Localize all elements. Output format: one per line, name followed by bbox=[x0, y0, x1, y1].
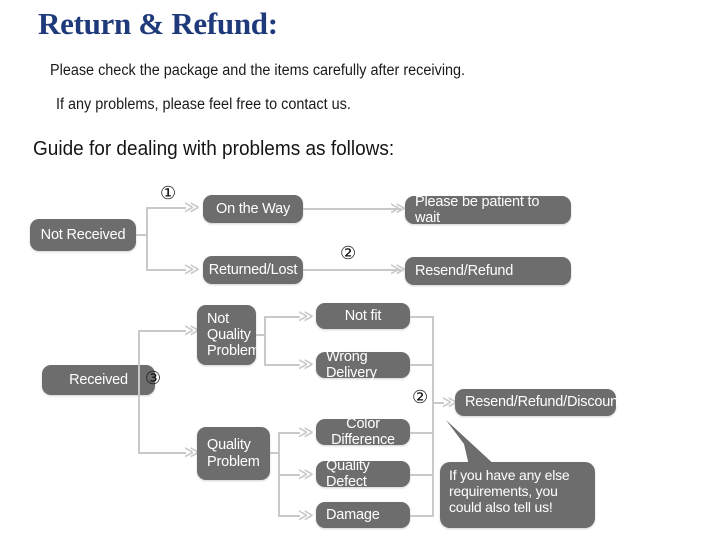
node-resend-refund: Resend/Refund bbox=[405, 257, 571, 285]
marker-step-3: ③ bbox=[145, 368, 162, 389]
marker-step-1: ① bbox=[160, 183, 177, 204]
arrowhead-resend-refund: ≫ bbox=[390, 260, 406, 278]
connector-to-resend-refund-discount bbox=[432, 402, 444, 404]
callout-note: If you have any else requirements, you c… bbox=[440, 462, 595, 528]
page-title: Return & Refund: bbox=[38, 6, 278, 41]
collector-line-color-difference bbox=[410, 432, 434, 434]
connector-qp-stem bbox=[270, 452, 280, 454]
node-not-received: Not Received bbox=[30, 219, 136, 251]
collector-line-not-fit bbox=[410, 316, 434, 318]
connector-nqp-bus bbox=[264, 316, 266, 366]
connector-nqp-to-not-fit bbox=[264, 316, 300, 318]
connector-to-quality-problem bbox=[138, 452, 186, 454]
arrowhead-color-difference: ≫ bbox=[298, 423, 314, 441]
intro-line-1: Please check the package and the items c… bbox=[50, 62, 466, 79]
collector-line-wrong-delivery bbox=[410, 364, 434, 366]
connector-qp-to-color-difference bbox=[278, 432, 300, 434]
connector-to-not-quality-problem bbox=[138, 330, 186, 332]
node-not-fit: Not fit bbox=[316, 303, 410, 329]
arrowhead-on-the-way: ≫ bbox=[184, 198, 200, 216]
arrowhead-please-be-patient: ≫ bbox=[390, 199, 406, 217]
connector-nqp-to-wrong-delivery bbox=[264, 364, 300, 366]
connector-returned-lost-out bbox=[303, 269, 401, 271]
node-color-difference: Color Difference bbox=[316, 416, 410, 448]
node-please-be-patient-to-wait: Please be patient to wait bbox=[405, 194, 571, 226]
connector-received-bus bbox=[138, 330, 140, 454]
collector-line-quality-defect bbox=[410, 474, 434, 476]
callout-tail-icon bbox=[446, 420, 498, 470]
connector-qp-to-damage bbox=[278, 515, 300, 517]
arrowhead-not-fit: ≫ bbox=[298, 307, 314, 325]
arrowhead-quality-defect: ≫ bbox=[298, 465, 314, 483]
collector-bus-vertical bbox=[432, 316, 434, 516]
node-quality-defect: Quality Defect bbox=[316, 458, 410, 490]
node-on-the-way: On the Way bbox=[203, 195, 303, 223]
arrowhead-returned-lost: ≫ bbox=[184, 260, 200, 278]
connector-to-on-the-way bbox=[146, 207, 186, 209]
connector-nqp-stem bbox=[256, 334, 266, 336]
arrowhead-quality-problem: ≫ bbox=[184, 443, 200, 461]
marker-step-2-bottom: ② bbox=[412, 387, 429, 408]
node-wrong-delivery: Wrong Delivery bbox=[316, 349, 410, 381]
marker-step-2-top: ② bbox=[340, 243, 357, 264]
collector-line-damage bbox=[410, 515, 434, 517]
arrowhead-damage: ≫ bbox=[298, 506, 314, 524]
node-received: Received bbox=[42, 365, 155, 395]
node-resend-refund-discount: Resend/Refund/Discount bbox=[455, 389, 622, 416]
connector-on-the-way-out bbox=[303, 208, 401, 210]
connector-not-received-stem bbox=[136, 234, 148, 236]
arrowhead-wrong-delivery: ≫ bbox=[298, 355, 314, 373]
arrowhead-not-quality-problem: ≫ bbox=[184, 321, 200, 339]
connector-not-received-bus bbox=[146, 207, 148, 271]
arrowhead-resend-refund-discount: ≫ bbox=[442, 393, 458, 411]
node-quality-problem: Quality Problem bbox=[197, 427, 270, 480]
node-returned-lost: Returned/Lost bbox=[203, 256, 303, 284]
node-not-quality-problem: Not Quality Problem bbox=[197, 305, 260, 365]
node-damage: Damage bbox=[316, 502, 410, 528]
connector-qp-to-quality-defect bbox=[278, 474, 300, 476]
connector-to-returned-lost bbox=[146, 269, 186, 271]
guide-heading: Guide for dealing with problems as follo… bbox=[33, 138, 395, 160]
intro-line-2: If any problems, please feel free to con… bbox=[56, 96, 351, 113]
